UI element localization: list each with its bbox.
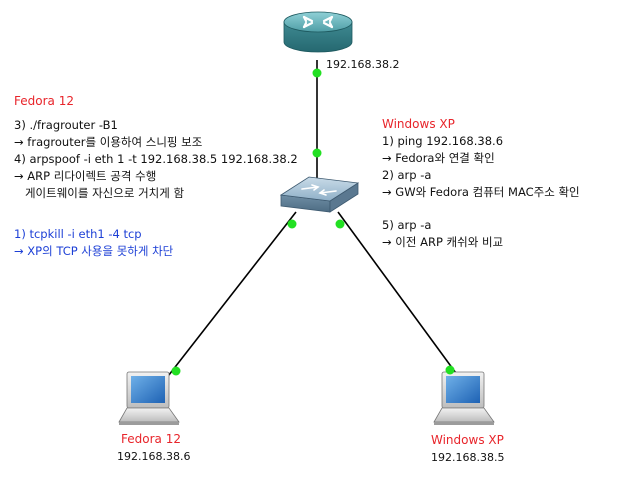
fedora-host-ip: 192.168.38.6 (117, 450, 191, 463)
router-ip-label: 192.168.38.2 (326, 58, 400, 71)
port-router-down (312, 68, 322, 78)
fedora-notes-title: Fedora 12 (14, 94, 74, 108)
fedora-laptop-icon[interactable] (118, 371, 180, 425)
port-switch-right (335, 219, 345, 229)
xp-host-ip: 192.168.38.5 (431, 451, 505, 464)
network-links (164, 60, 462, 381)
port-xp (445, 365, 455, 375)
link-switch-xp (337, 211, 462, 381)
router-icon[interactable] (283, 11, 353, 53)
switch-icon[interactable] (279, 176, 360, 213)
fedora-note-line: 3) ./fragrouter -B1 (14, 118, 118, 132)
xp-note-line: 1) ping 192.168.38.6 (382, 134, 504, 148)
xp-notes-block-2: 5) arp -a → 이전 ARP 캐쉬와 비교 (382, 217, 503, 251)
fedora-note-line: → fragrouter를 이용하여 스니핑 보조 (14, 135, 203, 149)
fedora-notes-block: 3) ./fragrouter -B1 → fragrouter를 이용하여 스… (14, 117, 298, 202)
port-switch-up (312, 148, 322, 158)
xp-notes-title: Windows XP (382, 117, 455, 131)
fedora-host-name: Fedora 12 (121, 432, 181, 446)
port-fedora (171, 366, 181, 376)
windows-xp-laptop-icon[interactable] (433, 371, 495, 425)
xp-note-line: → 이전 ARP 캐쉬와 비교 (382, 235, 504, 249)
xp-note-line: → GW와 Fedora 컴퓨터 MAC주소 확인 (382, 185, 580, 199)
link-switch-fedora (164, 211, 297, 381)
fedora-note-line: → ARP 리다이렉트 공격 수행 (14, 169, 157, 183)
xp-notes-block: 1) ping 192.168.38.6 → Fedora와 연결 확인 2) … (382, 133, 580, 201)
port-switch-left (287, 219, 297, 229)
xp-note-line: 5) arp -a (382, 218, 432, 232)
xp-note-line: → Fedora와 연결 확인 (382, 151, 495, 165)
xp-note-line: 2) arp -a (382, 168, 432, 182)
fedora-note-line: 4) arpspoof -i eth 1 -t 192.168.38.5 192… (14, 152, 298, 166)
fedora-blue-notes-block: 1) tcpkill -i eth1 -4 tcp → XP의 TCP 사용을 … (14, 226, 173, 260)
port-indicators (171, 68, 455, 376)
xp-host-name: Windows XP (431, 433, 504, 447)
fedora-blue-note-line: 1) tcpkill -i eth1 -4 tcp (14, 227, 142, 241)
fedora-note-line: 게이트웨이를 자신으로 거치게 함 (14, 186, 185, 200)
fedora-blue-note-line: → XP의 TCP 사용을 못하게 차단 (14, 244, 174, 258)
